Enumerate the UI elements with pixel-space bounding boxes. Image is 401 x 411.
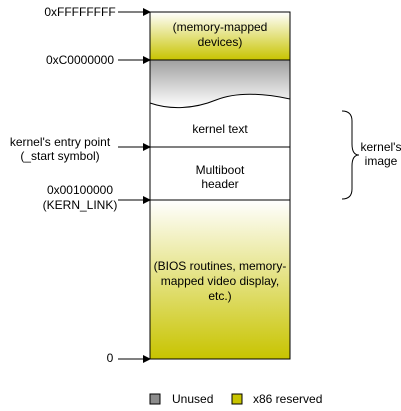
- label-devices-1: (memory-mapped: [173, 20, 268, 34]
- label-entry-point: kernel's entry point: [10, 135, 111, 149]
- label-kern-link: (KERN_LINK): [43, 198, 118, 212]
- region-unused: [150, 60, 290, 108]
- unused-wavy-edge: [149, 93, 291, 109]
- label-kernel-text: kernel text: [192, 122, 248, 136]
- label-bios-1: (BIOS routines, memory-: [154, 259, 287, 273]
- label-devices-2: devices): [198, 35, 243, 49]
- region-bios-reserved: [150, 200, 290, 359]
- label-start-symbol: (_start symbol): [20, 149, 99, 163]
- label-kernels-image-1: kernel's: [361, 140, 401, 154]
- label-addr-zero: 0: [107, 351, 114, 365]
- label-addr-kernel-base: 0xC0000000: [46, 53, 114, 67]
- kernel-image-brace: [341, 110, 360, 200]
- legend-label-x86-reserved: x86 reserved: [253, 392, 322, 406]
- legend-swatch-unused: [149, 393, 161, 405]
- label-multiboot-2: header: [201, 177, 238, 191]
- region-memory-mapped-devices: [150, 12, 290, 60]
- label-multiboot-1: Multiboot: [196, 163, 245, 177]
- label-bios-2: mapped video display,: [161, 274, 280, 288]
- label-kernels-image-2: image: [365, 154, 398, 168]
- legend-swatch-reserved: [231, 393, 243, 405]
- legend-label-unused: Unused: [172, 392, 213, 406]
- label-bios-3: etc.): [208, 289, 231, 303]
- memory-column-outline: [149, 11, 291, 360]
- label-addr-top: 0xFFFFFFFF: [44, 5, 115, 19]
- label-addr-kern-link: 0x00100000: [47, 183, 113, 197]
